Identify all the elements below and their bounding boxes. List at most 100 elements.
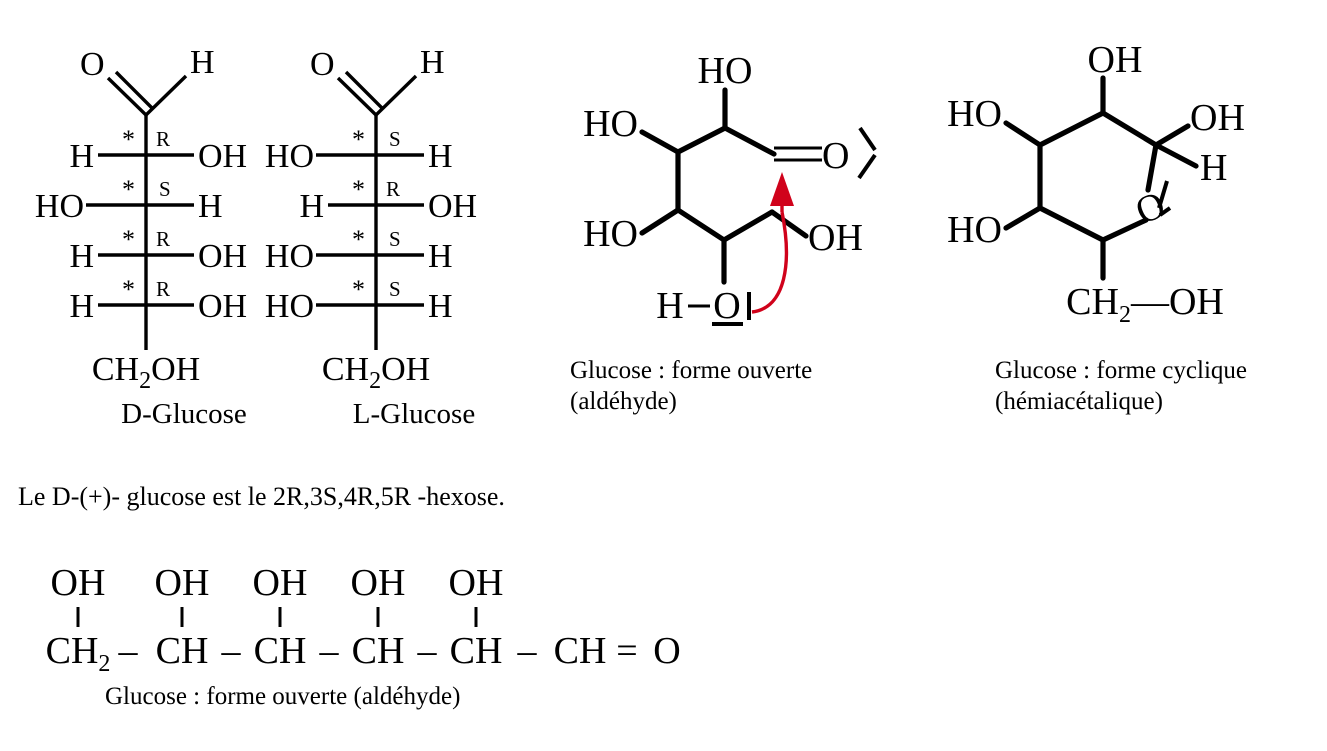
stereocenter-1-left-label: H	[69, 138, 94, 175]
link-dash-3: –	[319, 630, 340, 672]
stereocenter-4-left-label: H	[69, 288, 94, 325]
stereocenter-1-asterisk: *	[352, 125, 365, 154]
terminal-ch-text: CH	[322, 351, 369, 388]
linear-formula-svg: OH OH OH OH OH CH2 – CH – CH – CH – CH –…	[46, 562, 681, 677]
lone-pair-ring-o-lower	[1158, 206, 1172, 217]
stereocenter-3-right-label: OH	[198, 238, 247, 275]
stereocenter-4-config: R	[156, 277, 170, 301]
atom-label-aldehyde-h: H	[190, 44, 215, 81]
stereocenter-1-config: S	[389, 127, 401, 151]
bond-to-lower-left-hydroxyl	[639, 207, 681, 236]
stereocenter-1-right-label: H	[428, 138, 453, 175]
stereocenter-4-asterisk: *	[122, 275, 135, 304]
backbone-segment-upper	[675, 125, 777, 157]
backbone-ch-2: CH	[156, 630, 209, 672]
link-dash-4: –	[417, 630, 438, 672]
atom-label-aldehyde-h: H	[420, 44, 445, 81]
fischer-projection-l-glucose: O H HO H * S H OH * R HO H * S HO H *	[265, 40, 540, 440]
atom-label-hydroxyl-upper-left: HO	[947, 93, 1002, 135]
substituent-oh-4: OH	[351, 562, 406, 604]
atom-label-hydroxyl-o: O	[713, 285, 740, 327]
ch2oh-oh-text: OH	[1169, 281, 1224, 323]
backbone-ch-5: CH	[450, 630, 503, 672]
open-chain-svg: HO HO HO O OH H O	[583, 50, 877, 327]
cyclic-hemiacetal-structure: O OH HO HO OH H CH2—OH Glucose : forme c…	[947, 39, 1300, 415]
stereocenter-3-config: S	[389, 227, 401, 251]
stereocenter-2-left-label: H	[299, 188, 324, 225]
terminal-ch-subscript: 2	[369, 368, 381, 394]
electron-pair-arrow-head	[770, 172, 794, 206]
atom-label-carbonyl-oxygen: O	[822, 135, 849, 177]
d-glucose-svg: O H H OH * R HO H * S H OH * R H OH *	[35, 44, 247, 394]
descriptive-sentence: Le D-(+)- glucose est le 2R,3S,4R,5R -he…	[18, 482, 505, 511]
stereocenter-3-asterisk: *	[352, 225, 365, 254]
stereocenter-3-right-label: H	[428, 238, 453, 275]
bond-to-anomeric-hydroxyl	[1153, 123, 1191, 148]
backbone-ch2-text: CH	[46, 630, 99, 672]
atom-label-hydroxyl-top: HO	[698, 50, 753, 92]
open-chain-caption-line1: Glucose : forme ouverte	[570, 357, 813, 384]
stereocenter-2-left-label: HO	[35, 188, 84, 225]
stereocenter-4-right-label: OH	[198, 288, 247, 325]
carbonyl-double-bond-b	[114, 70, 154, 110]
ch2oh-dash: —	[1130, 281, 1170, 323]
lone-pair-carbonyl-lower	[857, 153, 877, 180]
atom-label-hydroxyl-lower-left: HO	[583, 213, 638, 255]
open-chain-caption: Glucose : forme ouverte(aldéhyde)	[570, 355, 900, 417]
link-dash-2: –	[221, 630, 242, 672]
atom-label-ch2oh: CH2—OH	[1066, 281, 1224, 328]
stereocenter-3-asterisk: *	[122, 225, 135, 254]
atom-label-hydroxyl-right: OH	[808, 217, 863, 259]
stereocenter-2-right-label: OH	[428, 188, 477, 225]
stereocenter-3-left-label: HO	[265, 238, 314, 275]
stereocenter-2-asterisk: *	[352, 175, 365, 204]
terminal-oh-text: OH	[381, 351, 430, 388]
link-dash-1: –	[118, 630, 139, 672]
stereocenter-4-config: S	[389, 277, 401, 301]
ring-left-bonds	[1037, 110, 1106, 243]
atom-label-anomeric-hydroxyl: OH	[1190, 97, 1245, 139]
terminal-ch2oh-group: CH2OH	[322, 351, 430, 394]
stereocenter-2-asterisk: *	[122, 175, 135, 204]
terminal-double-bond-sign: =	[616, 630, 637, 672]
atom-label-hydroxyl-lower-left: HO	[947, 209, 1002, 251]
carbonyl-double-bond-a	[336, 76, 378, 117]
cyclic-caption-line2: (hémiacétalique)	[995, 388, 1163, 415]
stereocenter-2-right-label: H	[198, 188, 223, 225]
cyclic-svg: O OH HO HO OH H CH2—OH	[947, 39, 1245, 328]
atom-label-hydroxyl-top: OH	[1088, 39, 1143, 81]
stereocenter-1-left-label: HO	[265, 138, 314, 175]
backbone-ch2-subscript: 2	[98, 651, 110, 677]
backbone-ch-3: CH	[254, 630, 307, 672]
bond-to-right-hydroxyl	[769, 209, 809, 239]
cyclic-caption: Glucose : forme cyclique (hémiacétalique)	[995, 355, 1327, 417]
ch2oh-subscript: 2	[1119, 302, 1131, 328]
linear-formula-caption: Glucose : forme ouverte (aldéhyde)	[105, 683, 461, 710]
terminal-oh-text: OH	[151, 351, 200, 388]
backbone-ch-4: CH	[352, 630, 405, 672]
molecule-name-l-glucose: L-Glucose	[352, 398, 476, 430]
atom-label-hydroxyl-h: H	[656, 285, 683, 327]
cyclic-caption-line1: Glucose : forme cyclique	[995, 357, 1247, 384]
open-chain-aldehyde-structure: HO HO HO O OH H O	[560, 50, 890, 415]
stereocenter-2-config: R	[386, 177, 400, 201]
l-glucose-svg: O H HO H * S H OH * R HO H * S HO H *	[265, 44, 477, 394]
ring-top-right-bond	[1100, 110, 1159, 148]
atom-label-carbonyl-o: O	[310, 46, 335, 83]
substituent-oh-3: OH	[253, 562, 308, 604]
stereocenter-4-left-label: HO	[265, 288, 314, 325]
link-dash-5: –	[517, 630, 538, 672]
atom-label-carbonyl-o: O	[80, 46, 105, 83]
bond-to-lower-left-hydroxyl	[1003, 205, 1043, 231]
stereocenter-1-asterisk: *	[122, 125, 135, 154]
terminal-oxygen: O	[653, 630, 680, 672]
ch2oh-ch-text: CH	[1066, 281, 1119, 323]
terminal-ch-text: CH	[92, 351, 139, 388]
lone-pair-carbonyl-upper	[858, 126, 877, 152]
substituent-oh-2: OH	[155, 562, 210, 604]
stereocenter-3-config: R	[156, 227, 170, 251]
backbone-ch-6: CH	[554, 630, 607, 672]
bond-to-upper-left-hydroxyl	[639, 129, 681, 155]
substituent-oh-5: OH	[449, 562, 504, 604]
